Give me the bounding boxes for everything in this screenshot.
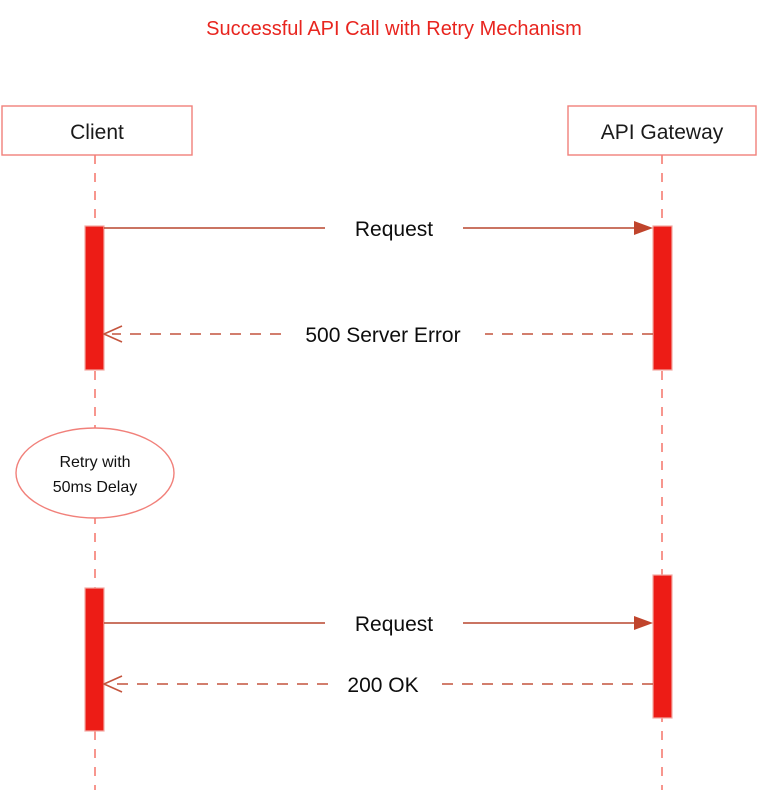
- message-label-200-ok: 200 OK: [347, 674, 418, 697]
- message-label-request-1: Request: [355, 218, 433, 241]
- message-200-ok[interactable]: 200 OK: [102, 674, 653, 697]
- note-ellipse-shape: [15, 427, 175, 519]
- participant-box-gateway[interactable]: [567, 105, 757, 156]
- activation-bar-client-2: [84, 587, 105, 732]
- arrowhead-open-left-icon-2: [102, 675, 123, 693]
- message-request-1[interactable]: Request: [104, 218, 653, 241]
- message-label-500-server-error: 500 Server Error: [305, 324, 460, 347]
- participant-label-gateway: API Gateway: [601, 121, 724, 144]
- participant-label-client: Client: [70, 121, 124, 144]
- message-request-2[interactable]: Request: [104, 613, 653, 636]
- participant-box-client[interactable]: [1, 105, 193, 156]
- page-title: Successful API Call with Retry Mechanism: [206, 18, 582, 40]
- arrowhead-filled-right-icon: [634, 221, 653, 235]
- note-retry-delay[interactable]: Retry with 50ms Delay: [15, 427, 175, 519]
- activation-bar-gateway-2: [652, 574, 673, 719]
- activation-bar-gateway-1: [652, 225, 673, 371]
- note-line-2: 50ms Delay: [53, 479, 137, 496]
- note-line-1: Retry with: [59, 454, 130, 471]
- arrowhead-open-left-icon: [102, 325, 123, 343]
- message-500-server-error[interactable]: 500 Server Error: [102, 324, 653, 347]
- message-label-request-2: Request: [355, 613, 433, 636]
- arrowhead-filled-right-icon-2: [634, 616, 653, 630]
- activation-bar-client-1: [84, 225, 105, 371]
